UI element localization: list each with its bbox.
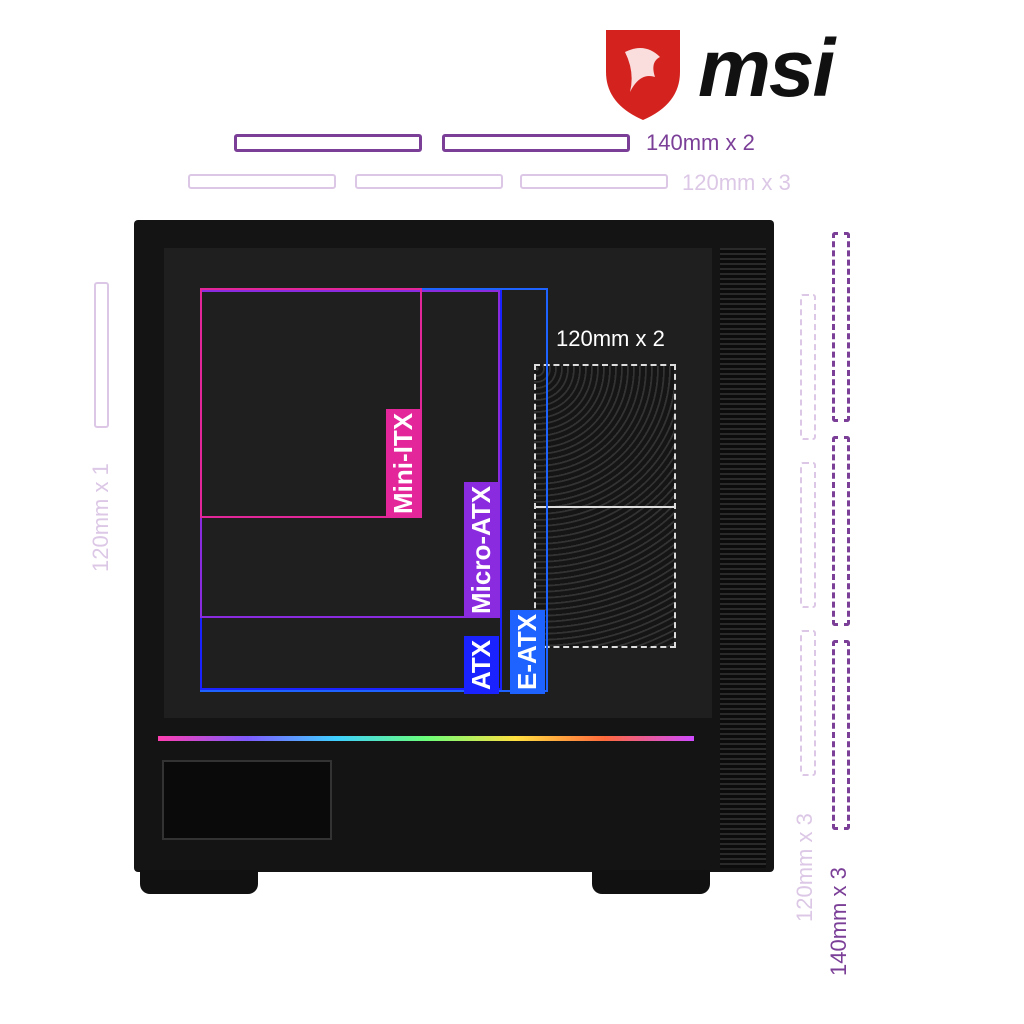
top-fan-140-2 xyxy=(442,134,630,152)
front-fan-140-3 xyxy=(832,640,850,830)
mini-itx-outline xyxy=(200,288,422,518)
rear-fan-120 xyxy=(94,282,109,428)
mini-itx-label: Mini-ITX xyxy=(386,408,421,518)
case-foot-right xyxy=(592,870,710,894)
front-fan-120-label: 120mm x 3 xyxy=(792,813,817,922)
e-atx-label: E-ATX xyxy=(510,609,545,694)
atx-label: ATX xyxy=(464,635,499,694)
shroud-fan-divider xyxy=(534,506,676,508)
rear-fan-label: 120mm x 1 xyxy=(88,463,113,572)
brand-name: msi xyxy=(698,23,835,114)
front-mesh xyxy=(720,248,766,868)
front-fan-140-label: 140mm x 3 xyxy=(826,867,851,976)
case-foot-left xyxy=(140,870,258,894)
top-fan-140-label: 140mm x 2 xyxy=(646,130,755,155)
top-fan-120-1 xyxy=(188,174,336,189)
top-fan-120-2 xyxy=(355,174,503,189)
front-fan-120-1 xyxy=(800,294,816,440)
pc-case xyxy=(134,220,774,872)
micro-atx-label: Micro-ATX xyxy=(464,481,499,618)
msi-dragon-shield-icon xyxy=(606,30,680,120)
front-fan-120-3 xyxy=(800,630,816,776)
top-fan-120-label: 120mm x 3 xyxy=(682,170,791,195)
front-fan-140-2 xyxy=(832,436,850,626)
msi-logo: msi xyxy=(600,22,920,122)
front-fan-120-2 xyxy=(800,462,816,608)
top-fan-140-1 xyxy=(234,134,422,152)
psu-shroud xyxy=(162,760,332,840)
shroud-fan-label: 120mm x 2 xyxy=(556,326,665,351)
top-fan-120-3 xyxy=(520,174,668,189)
front-fan-140-1 xyxy=(832,232,850,422)
rgb-strip xyxy=(158,736,694,741)
